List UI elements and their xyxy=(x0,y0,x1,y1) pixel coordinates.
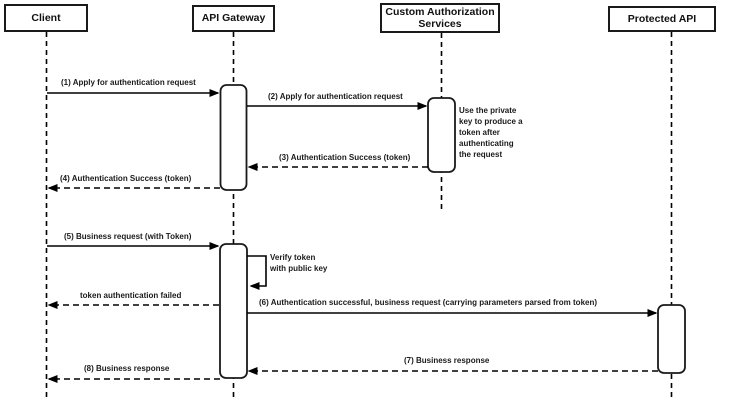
actor-client: Client xyxy=(4,4,88,32)
activation-api-gateway-1 xyxy=(219,84,248,191)
actor-custom-auth-label: Custom Authorization Services xyxy=(385,5,495,31)
self-message-label-verify-token: Verify token with public key xyxy=(270,253,328,273)
message-label-3: (3) Authentication Success (token) xyxy=(279,153,411,162)
actor-client-label: Client xyxy=(31,11,61,24)
message-label-token-failed: token authentication failed xyxy=(80,291,182,300)
message-label-1: (1) Apply for authentication request xyxy=(61,78,196,87)
activation-custom-auth xyxy=(427,97,456,173)
actor-protected-api: Protected API xyxy=(608,6,716,32)
activation-api-gateway-2 xyxy=(219,243,248,379)
note-private-key: Use the private key to produce a token a… xyxy=(459,106,523,159)
self-message-arrow-verify-token xyxy=(247,255,267,290)
message-label-5: (5) Business request (with Token) xyxy=(64,232,192,241)
message-label-7: (7) Business response xyxy=(404,356,490,365)
message-label-4: (4) Authentication Success (token) xyxy=(60,174,192,183)
actor-protected-api-label: Protected API xyxy=(627,12,697,25)
message-label-8: (8) Business response xyxy=(84,364,170,373)
activation-protected-api xyxy=(657,304,686,374)
actor-custom-auth: Custom Authorization Services xyxy=(380,3,500,33)
message-label-6: (6) Authentication successful, business … xyxy=(259,298,598,307)
actor-api-gateway: API Gateway xyxy=(192,5,275,32)
actor-api-gateway-label: API Gateway xyxy=(201,12,266,25)
message-label-2: (2) Apply for authentication request xyxy=(268,92,403,101)
